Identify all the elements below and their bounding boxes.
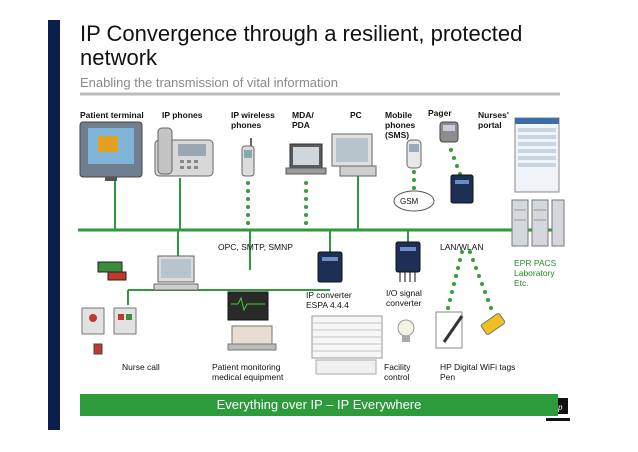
label-mda-pda: MDA/ PDA — [292, 110, 314, 130]
patient-monitor-icon — [227, 291, 269, 321]
nurse-call-lights-icon — [97, 261, 127, 281]
label-patient-terminal: Patient terminal — [80, 110, 144, 120]
label-gsm: GSM — [400, 197, 419, 206]
ip-phone-icon — [154, 127, 214, 177]
pc-icon — [331, 133, 377, 177]
wireless-phone-icon — [241, 138, 255, 177]
label-ip-wireless-phones: IP wireless phones — [231, 110, 275, 130]
label-lan-wlan: LAN/WLAN — [440, 242, 484, 252]
io-converter-icon — [395, 241, 421, 282]
label-mobile-phones: Mobile phones (SMS) — [385, 110, 416, 140]
svg-text:hp: hp — [554, 402, 564, 412]
gateway-device-icon — [450, 174, 474, 204]
label-nurses-portal: Nurses' portal — [478, 110, 509, 130]
label-opc: OPC, SMTP, SMNP — [218, 242, 293, 252]
nurse-call-pc-icon — [153, 255, 199, 291]
light-bulb-icon — [397, 319, 415, 342]
gsm-cloud-icon — [393, 190, 435, 212]
label-patient-monitoring: Patient monitoring medical equipment — [212, 362, 284, 382]
label-wifi-tags: WiFi tags — [480, 362, 516, 372]
mobile-phone-icon — [406, 139, 422, 169]
label-ip-phones: IP phones — [162, 110, 203, 120]
label-pager: Pager — [428, 108, 452, 118]
pager-icon — [439, 121, 459, 143]
label-facility-control: Facility control — [384, 362, 411, 382]
nurses-portal-icon — [514, 117, 560, 193]
ip-converter-icon — [317, 251, 343, 283]
accent-bar — [48, 20, 60, 430]
nurse-call-panels-icon — [81, 307, 137, 355]
page-title: IP Convergence through a resilient, prot… — [80, 21, 523, 70]
wifi-tag-icon — [480, 313, 506, 335]
label-nurse-call: Nurse call — [122, 362, 160, 372]
digital-pen-icon — [435, 311, 464, 349]
label-ip-converter: IP converter ESPA 4.4.4 — [306, 290, 352, 310]
label-epr: EPR PACS Laboratory Etc. — [514, 258, 557, 288]
patient-terminal-icon — [79, 121, 143, 181]
page-subtitle: Enabling the transmission of vital infor… — [80, 75, 338, 90]
pda-icon — [285, 143, 327, 175]
label-pc: PC — [350, 110, 362, 120]
label-hp-digital-pen: HP Digital Pen — [440, 362, 478, 382]
server-rack-icon — [511, 199, 565, 247]
connectors — [114, 176, 409, 305]
label-io-converter: I/O signal converter — [386, 288, 422, 308]
wireless-dots — [246, 148, 493, 310]
footer-banner: Everything over IP – IP Everywhere — [80, 394, 558, 416]
medical-equipment-icon — [227, 325, 277, 351]
window-blinds-icon — [311, 315, 383, 375]
